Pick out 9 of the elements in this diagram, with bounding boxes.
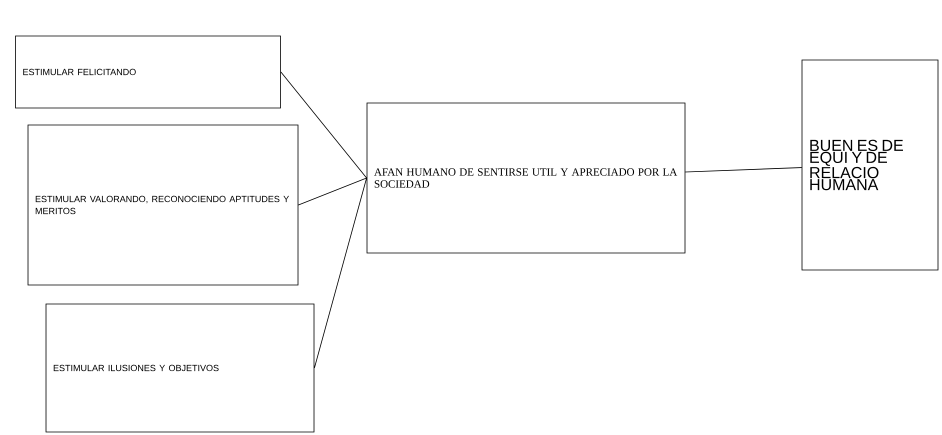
text-box: ESTIMULAR VALORANDO, RECONOCIENDO APTITUDES Y MERITOS xyxy=(28,124,298,286)
connector-line xyxy=(298,178,367,206)
connector-line xyxy=(314,178,367,368)
text-box: BUEN ES DE EQUI Y DE RELACIO HUMANA xyxy=(802,60,938,270)
connector-line xyxy=(685,167,802,172)
connector-line xyxy=(280,72,367,178)
text-box: AFAN HUMANO DE SENTIRSE UTIL Y APRECIADO POR LA SOCIEDAD xyxy=(366,102,686,254)
text-box: ESTIMULAR FELICITANDO xyxy=(15,36,281,108)
text-box: ESTIMULAR ILUSIONES Y OBJETIVOS xyxy=(46,304,314,432)
